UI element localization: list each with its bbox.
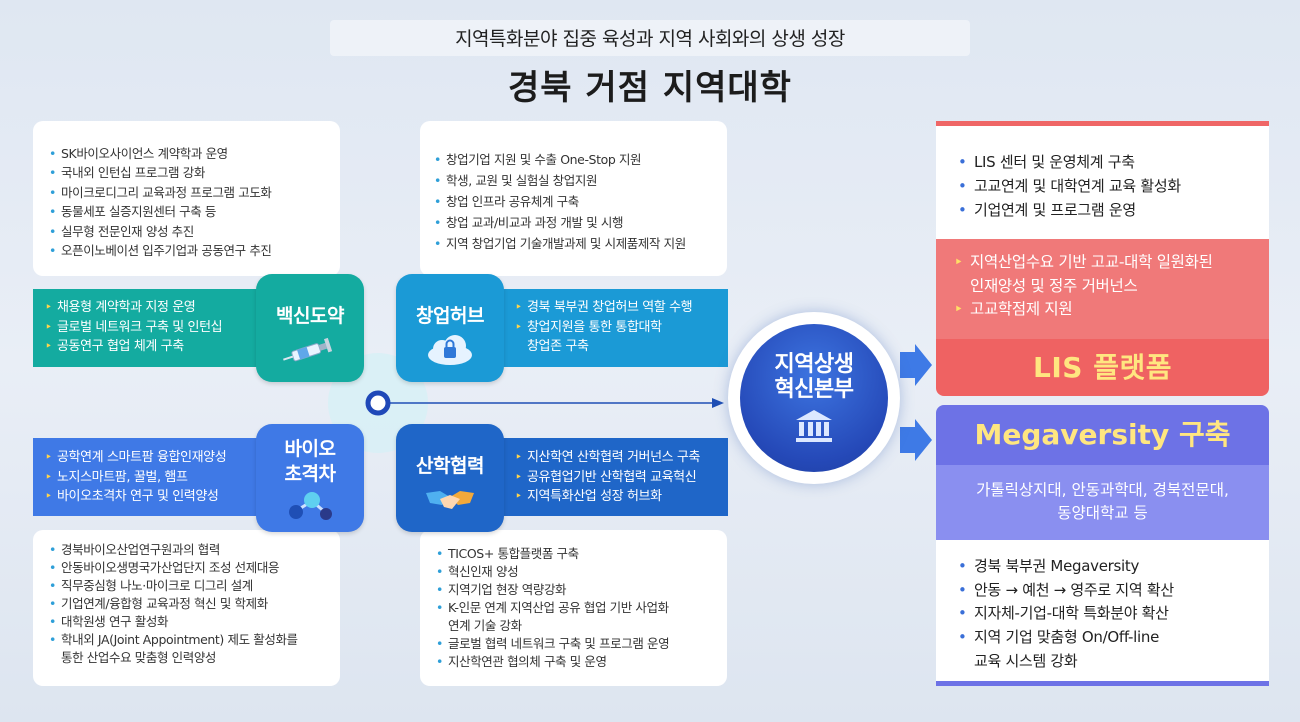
vaccine-tile: 백신도약 bbox=[256, 274, 364, 382]
band-item: 노지스마트팜, 꿀벌, 햄프 bbox=[45, 468, 291, 488]
megaversity-card: 경북 북부권 Megaversity 안동 → 예천 → 영주로 지역 확산 지… bbox=[936, 540, 1269, 686]
syringe-icon bbox=[283, 337, 333, 362]
list-item-continuation: 교육 시스템 강화 bbox=[974, 652, 1078, 670]
hub-label-line1: 지역상생 bbox=[774, 352, 854, 377]
band-item: 글로벌 네트워크 구축 및 인턴십 bbox=[45, 318, 291, 338]
list-item: 학내외 JA(Joint Appointment) 제도 활성화를 bbox=[49, 631, 340, 649]
list-item: 대학원생 연구 활성화 bbox=[49, 613, 340, 631]
hub-label-line2: 혁신본부 bbox=[774, 377, 854, 402]
industry-tile-label: 산학협력 bbox=[416, 455, 484, 477]
industry-list-2: 글로벌 협력 네트워크 구축 및 프로그램 운영 지산학연관 협의체 구축 및 … bbox=[436, 635, 727, 671]
list-item: 학생, 교원 및 실험실 창업지원 bbox=[434, 170, 727, 191]
megaversity-banner: Megaversity 구축 bbox=[936, 405, 1269, 465]
band-item: 지산학연 산학협력 거버넌스 구축 bbox=[515, 448, 728, 468]
megaversity-list: 경북 북부권 Megaversity 안동 → 예천 → 영주로 지역 확산 지… bbox=[958, 555, 1269, 649]
list-item: 오픈이노베이션 입주기업과 공동연구 추진 bbox=[49, 241, 340, 261]
startup-tile-label: 창업허브 bbox=[416, 305, 484, 327]
vaccine-tile-label: 백신도약 bbox=[276, 305, 344, 327]
band-item: 채용형 계약학과 지정 운영 bbox=[45, 298, 291, 318]
list-item: 기업연계/융합형 교육과정 혁신 및 학제화 bbox=[49, 595, 340, 613]
handshake-icon bbox=[426, 491, 474, 509]
vaccine-band: 채용형 계약학과 지정 운영 글로벌 네트워크 구축 및 인턴십 공동연구 협업… bbox=[33, 289, 291, 367]
startup-list: 창업기업 지원 및 수출 One-Stop 지원 학생, 교원 및 실험실 창업… bbox=[434, 149, 727, 254]
band-item: 공동연구 협업 체계 구축 bbox=[45, 337, 291, 357]
list-item-continuation: 연계 기술 강화 bbox=[448, 618, 522, 633]
list-item: 창업 인프라 공유체계 구축 bbox=[434, 191, 727, 212]
list-item: TICOS+ 통합플랫폼 구축 bbox=[436, 545, 727, 563]
bio-tile-label-line1: 바이오 bbox=[284, 438, 336, 460]
list-item: 기업연계 및 프로그램 운영 bbox=[958, 198, 1269, 222]
startup-band: 경북 북부권 창업허브 역할 수행 창업지원을 통한 통합대학 창업존 구축 bbox=[473, 289, 728, 367]
center-arrow-head bbox=[712, 398, 724, 408]
list-item: 실무형 전문인재 양성 추진 bbox=[49, 222, 340, 242]
list-item: 마이크로디그리 교육과정 프로그램 고도화 bbox=[49, 183, 340, 203]
list-item: 고교연계 및 대학연계 교육 활성화 bbox=[958, 174, 1269, 198]
lis-list: LIS 센터 및 운영체계 구축 고교연계 및 대학연계 교육 활성화 기업연계… bbox=[958, 150, 1269, 222]
header-banner bbox=[330, 20, 970, 56]
lis-card: LIS 센터 및 운영체계 구축 고교연계 및 대학연계 교육 활성화 기업연계… bbox=[936, 121, 1269, 239]
startup-card: 창업기업 지원 및 수출 One-Stop 지원 학생, 교원 및 실험실 창업… bbox=[420, 121, 727, 276]
molecule-icon bbox=[289, 492, 332, 520]
band-item: 공유협업기반 산학협력 교육혁신 bbox=[515, 468, 728, 488]
band-item-continuation: 인재양성 및 정주 거버넌스 bbox=[970, 276, 1138, 295]
band-item: 지역특화산업 성장 허브화 bbox=[515, 487, 728, 507]
lis-band: 지역산업수요 기반 고교-대학 일원화된 인재양성 및 정주 거버넌스 고교학점… bbox=[936, 239, 1269, 339]
list-item: 혁신인재 양성 bbox=[436, 563, 727, 581]
arrow-to-lis bbox=[900, 344, 932, 386]
industry-band: 지산학연 산학협력 거버넌스 구축 공유협업기반 산학협력 교육혁신 지역특화산… bbox=[473, 438, 728, 516]
industry-card: TICOS+ 통합플랫폼 구축 혁신인재 양성 지역기업 현장 역량강화 K-인… bbox=[420, 530, 727, 686]
bio-tile: 바이오 초격차 bbox=[256, 424, 364, 532]
industry-list: TICOS+ 통합플랫폼 구축 혁신인재 양성 지역기업 현장 역량강화 K-인… bbox=[436, 545, 727, 617]
institution-icon bbox=[796, 410, 832, 442]
bio-card: 경북바이오산업연구원과의 협력 안동바이오생명국가산업단지 조성 선제대응 직무… bbox=[33, 530, 340, 686]
list-item: 창업기업 지원 및 수출 One-Stop 지원 bbox=[434, 149, 727, 170]
band-item: 바이오초격차 연구 및 인력양성 bbox=[45, 487, 291, 507]
bio-band: 공학연계 스마트팜 융합인재양성 노지스마트팜, 꿀벌, 햄프 바이오초격차 연… bbox=[33, 438, 291, 516]
lis-banner: LIS 플랫폼 bbox=[936, 339, 1269, 396]
cloud-lock-icon bbox=[428, 335, 472, 365]
arrow-to-megaversity bbox=[900, 419, 932, 461]
band-item: 공학연계 스마트팜 융합인재양성 bbox=[45, 448, 291, 468]
page-subtitle: 지역특화분야 집중 육성과 지역 사회와의 상생 성장 bbox=[455, 28, 845, 50]
vaccine-card: SK바이오사이언스 계약학과 운영 국내외 인턴십 프로그램 강화 마이크로디그… bbox=[33, 121, 340, 276]
band-item: 경북 북부권 창업허브 역할 수행 bbox=[515, 298, 728, 318]
list-item: 국내외 인턴십 프로그램 강화 bbox=[49, 163, 340, 183]
page-title: 경북 거점 지역대학 bbox=[508, 68, 792, 108]
bio-tile-label-line2: 초격차 bbox=[284, 463, 336, 485]
list-item: 경북바이오산업연구원과의 협력 bbox=[49, 541, 340, 559]
center-dot bbox=[365, 390, 391, 416]
list-item: 안동 → 예천 → 영주로 지역 확산 bbox=[958, 579, 1269, 603]
hub-inner: 지역상생 혁신본부 bbox=[740, 324, 888, 472]
list-item: K-인문 연계 지역산업 공유 협업 기반 사업화 bbox=[436, 599, 727, 617]
megaversity-band-line1: 가톨릭상지대, 안동과학대, 경북전문대, bbox=[976, 481, 1229, 499]
megaversity-band-line2: 동양대학교 등 bbox=[1057, 504, 1148, 522]
band-item-continuation: 창업존 구축 bbox=[527, 339, 589, 354]
list-item: 지자체-기업-대학 특화분야 확산 bbox=[958, 602, 1269, 626]
megaversity-band: 가톨릭상지대, 안동과학대, 경북전문대, 동양대학교 등 bbox=[936, 465, 1269, 540]
list-item-continuation: 통한 산업수요 맞춤형 인력양성 bbox=[61, 650, 217, 665]
band-item: 창업지원을 통한 통합대학 bbox=[515, 318, 728, 338]
startup-tile: 창업허브 bbox=[396, 274, 504, 382]
list-item: 직무중심형 나노·마이크로 디그리 설계 bbox=[49, 577, 340, 595]
industry-tile: 산학협력 bbox=[396, 424, 504, 532]
band-item: 고교학점제 지원 bbox=[954, 298, 1269, 322]
list-item: 지역기업 현장 역량강화 bbox=[436, 581, 727, 599]
band-item: 지역산업수요 기반 고교-대학 일원화된 bbox=[954, 251, 1269, 275]
list-item: 경북 북부권 Megaversity bbox=[958, 555, 1269, 579]
list-item: 지역 창업기업 기술개발과제 및 시제품제작 지원 bbox=[434, 233, 727, 254]
list-item: 글로벌 협력 네트워크 구축 및 프로그램 운영 bbox=[436, 635, 727, 653]
list-item: 창업 교과/비교과 과정 개발 및 시행 bbox=[434, 212, 727, 233]
list-item: 동물세포 실증지원센터 구축 등 bbox=[49, 202, 340, 222]
list-item: 지역 기업 맞춤형 On/Off-line bbox=[958, 626, 1269, 650]
list-item: LIS 센터 및 운영체계 구축 bbox=[958, 150, 1269, 174]
list-item: SK바이오사이언스 계약학과 운영 bbox=[49, 144, 340, 164]
list-item: 안동바이오생명국가산업단지 조성 선제대응 bbox=[49, 559, 340, 577]
vaccine-list: SK바이오사이언스 계약학과 운영 국내외 인턴십 프로그램 강화 마이크로디그… bbox=[49, 144, 340, 261]
bio-list: 경북바이오산업연구원과의 협력 안동바이오생명국가산업단지 조성 선제대응 직무… bbox=[49, 541, 340, 649]
list-item: 지산학연관 협의체 구축 및 운영 bbox=[436, 653, 727, 671]
